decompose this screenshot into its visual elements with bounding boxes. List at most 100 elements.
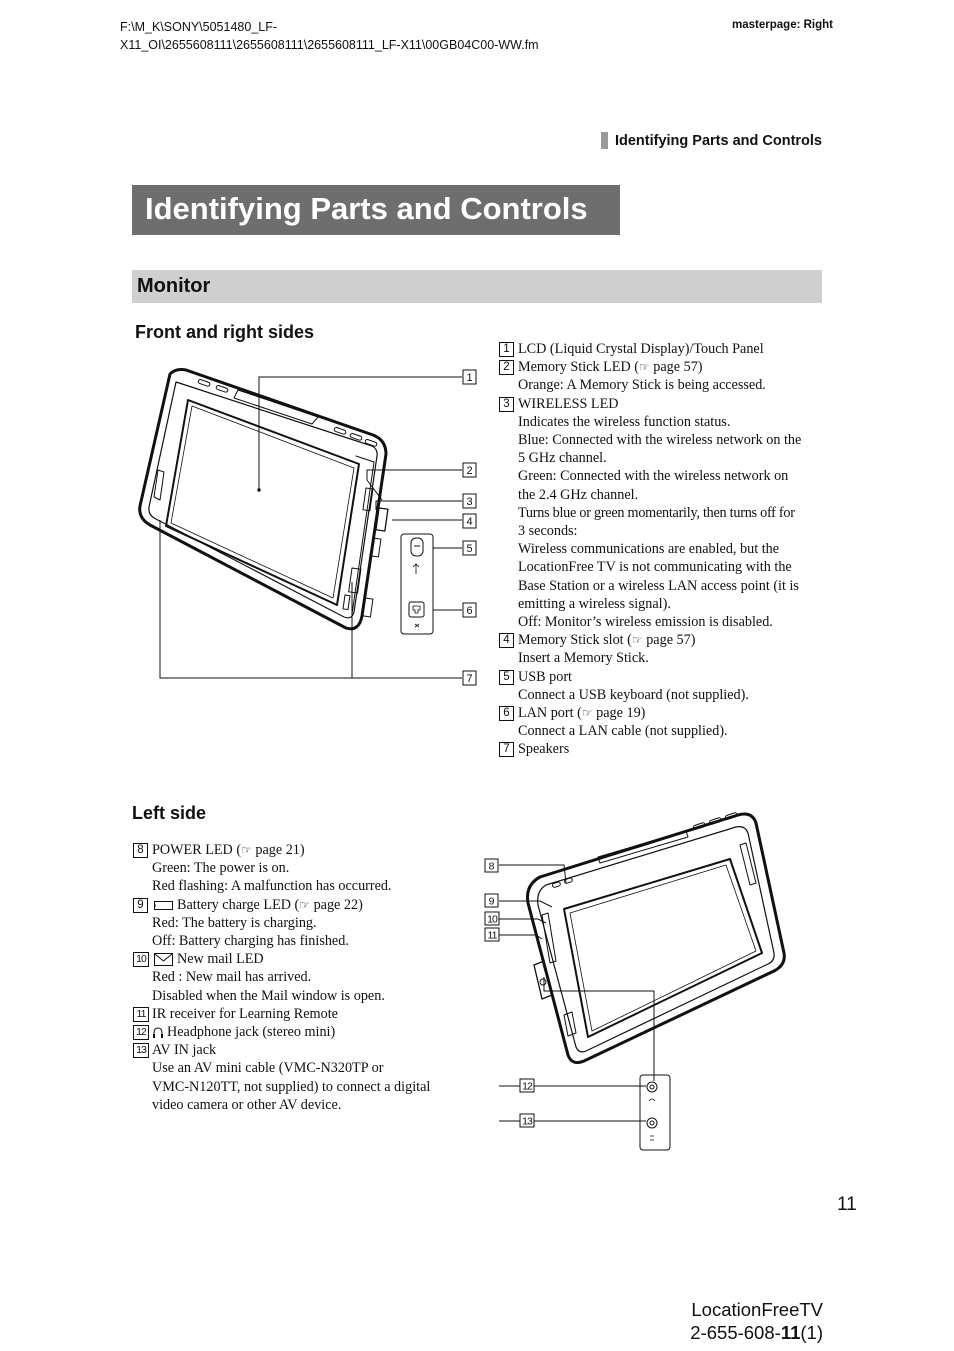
item-line: video camera or other AV device. bbox=[152, 1096, 342, 1113]
footer-code: 2-655-608-11(1) bbox=[690, 1321, 823, 1344]
item-line: AV IN jack bbox=[152, 1042, 217, 1059]
item-line: Green: The power is on. bbox=[152, 860, 290, 877]
item-line: Turns blue or green momentarily, then tu… bbox=[518, 504, 795, 521]
list-item: 8 POWER LED (☞ page 21) Green: The power… bbox=[133, 841, 463, 896]
list-item: 5 USB port Connect a USB keyboard (not s… bbox=[499, 668, 829, 704]
left-heading: Left side bbox=[132, 803, 207, 823]
pointing-hand-icon: ☞ bbox=[241, 843, 252, 857]
left-callout-11: 11 bbox=[488, 930, 498, 942]
front-callout-2: 2 bbox=[466, 465, 472, 477]
item-number: 10 bbox=[133, 952, 149, 968]
front-callout-7: 7 bbox=[466, 673, 472, 685]
page-ref: page 19) bbox=[596, 705, 646, 722]
list-item: 13 AV IN jack Use an AV mini cable (VMC-… bbox=[133, 1041, 463, 1114]
left-callout-12: 12 bbox=[522, 1081, 533, 1093]
section-bar: Monitor bbox=[132, 270, 822, 303]
running-head: Identifying Parts and Controls bbox=[600, 132, 822, 149]
item-line: Off: Monitor’s wireless emission is disa… bbox=[518, 614, 773, 631]
jack-detail-panel bbox=[639, 1074, 671, 1151]
item-line: Wireless communications are enabled, but… bbox=[518, 541, 780, 558]
list-item: 1 LCD (Liquid Crystal Display)/Touch Pan… bbox=[499, 340, 829, 358]
page-title: Identifying Parts and Controls bbox=[145, 191, 588, 226]
list-item: 3 WIRELESS LED Indicates the wireless fu… bbox=[499, 395, 829, 632]
item-number: 8 bbox=[133, 843, 148, 858]
footer-code-suffix: (1) bbox=[800, 1322, 823, 1343]
list-item: 12 Headphone jack (stereo mini) bbox=[133, 1023, 463, 1041]
front-callout-4: 4 bbox=[466, 516, 472, 528]
pointing-hand-icon: ☞ bbox=[638, 360, 650, 375]
item-line: Blue: Connected with the wireless networ… bbox=[518, 432, 802, 449]
pointing-hand-icon: ☞ bbox=[299, 897, 311, 912]
masterpage-label: masterpage: Right bbox=[732, 19, 833, 31]
item-number: 3 bbox=[499, 396, 514, 412]
item-line: IR receiver for Learning Remote bbox=[152, 1005, 338, 1022]
item-line: Off: Battery charging has finished. bbox=[152, 933, 349, 950]
item-line: WIRELESS LED bbox=[518, 395, 619, 412]
item-number: 11 bbox=[133, 1006, 149, 1022]
item-line: Indicates the wireless function status. bbox=[518, 413, 731, 430]
left-callout-8: 8 bbox=[489, 861, 495, 873]
section-title: Monitor bbox=[137, 275, 211, 297]
item-line: 3 seconds: bbox=[518, 523, 578, 540]
item-line: Red : New mail has arrived. bbox=[152, 969, 312, 986]
list-item: 7 Speakers bbox=[499, 740, 829, 758]
page-ref: page 57) bbox=[646, 632, 696, 649]
item-line: Insert a Memory Stick. bbox=[518, 650, 649, 667]
front-heading: Front and right sides bbox=[135, 322, 315, 342]
front-callouts bbox=[462, 369, 477, 686]
item-line: USB port bbox=[518, 668, 572, 685]
left-callout-10: 10 bbox=[487, 914, 498, 926]
item-title: POWER LED ( bbox=[152, 842, 242, 858]
item-line: VMC-N120TT, not supplied) to connect a d… bbox=[152, 1078, 431, 1095]
footer-product: LocationFreeTV bbox=[691, 1299, 823, 1320]
front-callout-3: 3 bbox=[466, 496, 472, 508]
item-line: 5 GHz channel. bbox=[518, 450, 607, 467]
port-detail-panel bbox=[400, 533, 434, 635]
list-item: 11 IR receiver for Learning Remote bbox=[133, 1005, 463, 1023]
item-line: LocationFree TV is not communicating wit… bbox=[518, 559, 792, 576]
item-line: Orange: A Memory Stick is being accessed… bbox=[518, 377, 766, 394]
file-path-line-1: F:\M_K\SONY\5051480_LF- bbox=[120, 20, 278, 34]
page-ref: page 57) bbox=[653, 359, 703, 376]
front-parts-list: 1 LCD (Liquid Crystal Display)/Touch Pan… bbox=[499, 340, 829, 759]
item-line: Use an AV mini cable (VMC-N320TP or bbox=[152, 1060, 384, 1077]
list-item: 10 New mail LED Red : New mail has arriv… bbox=[133, 950, 463, 1005]
item-line: Base Station or a wireless LAN access po… bbox=[518, 577, 799, 594]
item-number: 1 bbox=[499, 342, 514, 357]
running-head-bar bbox=[600, 132, 608, 149]
item-title: Headphone jack (stereo mini) bbox=[167, 1024, 336, 1041]
item-line: emitting a wireless signal). bbox=[518, 595, 671, 612]
running-head-text: Identifying Parts and Controls bbox=[614, 132, 822, 149]
list-item: 4 Memory Stick slot (☞ page 57) Insert a… bbox=[499, 631, 829, 667]
item-line: Connect a USB keyboard (not supplied). bbox=[518, 686, 749, 703]
front-leader-lines bbox=[159, 376, 462, 679]
item-number: 6 bbox=[499, 706, 514, 722]
item-number: 13 bbox=[133, 1043, 149, 1059]
item-line: Disabled when the Mail window is open. bbox=[152, 987, 385, 1004]
left-callout-9: 9 bbox=[489, 896, 495, 908]
page-number: 11 bbox=[837, 1194, 857, 1215]
item-number: 12 bbox=[133, 1025, 149, 1041]
item-number: 5 bbox=[499, 669, 514, 685]
left-callouts bbox=[484, 858, 535, 1128]
file-path: F:\M_K\SONY\5051480_LF- X11_OI\265560811… bbox=[120, 18, 539, 54]
footer-code-prefix: 2-655-608- bbox=[690, 1322, 781, 1343]
list-item: 2 Memory Stick LED (☞ page 57) Orange: A… bbox=[499, 358, 829, 394]
footer: LocationFreeTV 2-655-608-11(1) bbox=[690, 1298, 823, 1344]
item-number: 9 bbox=[133, 897, 148, 913]
item-line: Connect a LAN cable (not supplied). bbox=[518, 723, 728, 740]
pointing-hand-icon: ☞ bbox=[631, 633, 643, 648]
left-monitor-diagram: 8 9 10 11 12 13 bbox=[480, 805, 800, 1160]
item-title: Memory Stick LED ( bbox=[518, 359, 639, 376]
item-number: 2 bbox=[499, 360, 514, 376]
headphone-icon bbox=[153, 1027, 163, 1038]
monitor-left-illustration bbox=[526, 812, 786, 1064]
item-line: Green: Connected with the wireless netwo… bbox=[518, 468, 789, 485]
item-number: 4 bbox=[499, 633, 514, 649]
monitor-front-illustration bbox=[138, 368, 389, 631]
item-line: Speakers bbox=[518, 741, 570, 758]
list-item: 9 Battery charge LED (☞ page 22) Red: Th… bbox=[133, 896, 463, 951]
left-parts-list: 8 POWER LED (☞ page 21) Green: The power… bbox=[133, 841, 463, 1114]
item-line: the 2.4 GHz channel. bbox=[518, 486, 639, 503]
item-line: LCD (Liquid Crystal Display)/Touch Panel bbox=[518, 341, 764, 357]
